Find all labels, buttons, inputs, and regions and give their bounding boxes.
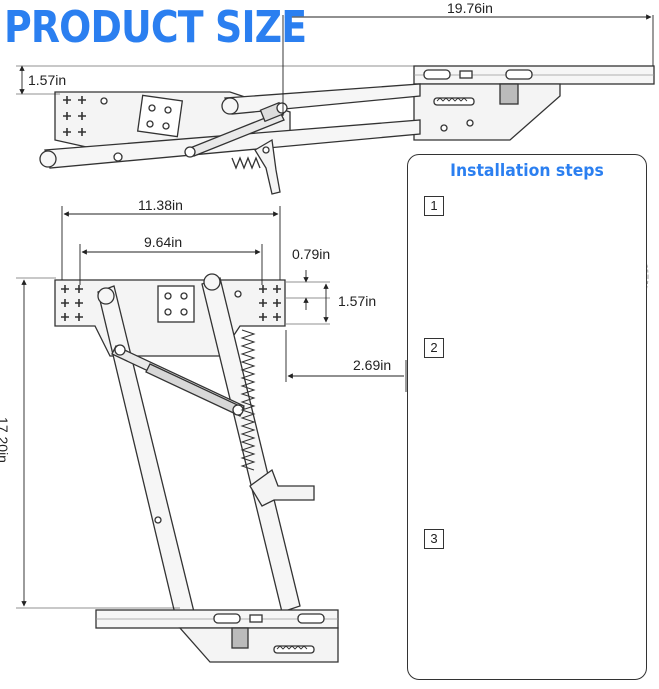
outer-width-label: 11.38in xyxy=(138,197,183,213)
step-number-3: 3 xyxy=(424,529,444,549)
plate-height-label: 1.57in xyxy=(338,293,377,309)
inner-width-label: 9.64in xyxy=(144,234,183,250)
step-number-2: 2 xyxy=(424,338,444,358)
rail-height-label: 1.57in xyxy=(28,72,67,88)
installation-steps-panel: Installation steps xyxy=(407,154,647,680)
front-view-mechanism xyxy=(54,273,339,663)
total-height-label: 17.20in xyxy=(0,417,11,463)
top-dimension-lines xyxy=(16,14,654,116)
step-number-1: 1 xyxy=(424,196,444,216)
page-title: PRODUCT SIZE xyxy=(4,2,307,53)
installation-steps-title: Installation steps xyxy=(450,161,604,181)
overall-length-label: 19.76in xyxy=(447,0,493,16)
front-dimension-lines xyxy=(16,206,407,609)
slot-offset-label: 0.79in xyxy=(292,246,331,262)
bracket-offset-label: 2.69in xyxy=(353,357,392,373)
top-view-mechanism xyxy=(39,65,655,195)
